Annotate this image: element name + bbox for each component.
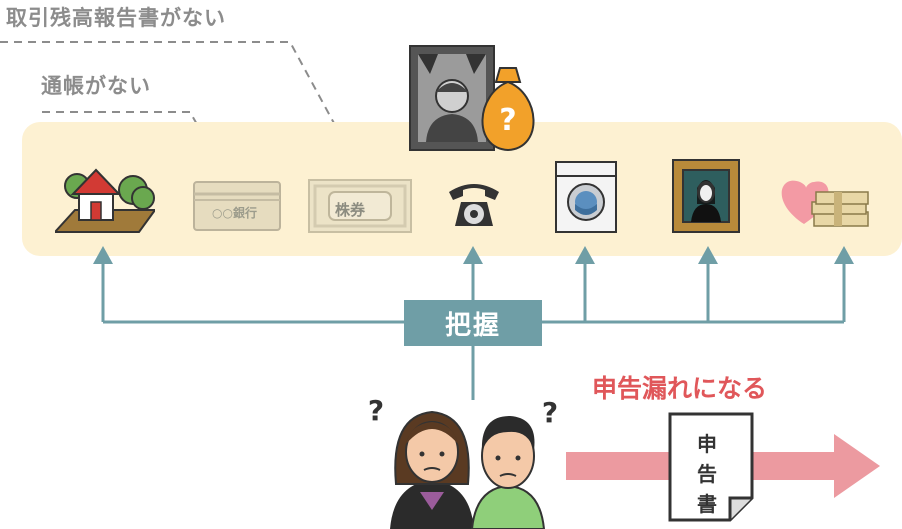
passbook-icon bbox=[193, 181, 281, 231]
tax-return-document-icon bbox=[668, 412, 754, 522]
passbook-bank-text: ○○銀行 bbox=[212, 206, 257, 220]
house-icon bbox=[55, 168, 155, 233]
stock-certificate-text: 株券 bbox=[335, 201, 366, 219]
heart-money-icon bbox=[781, 180, 869, 227]
no-balance-certificate-label: 取引残高報告書がない bbox=[6, 6, 226, 30]
worried-couple-icon: ? ? bbox=[368, 394, 558, 529]
grasp-label-box: 把握 bbox=[404, 300, 542, 346]
document-char-1: 申 bbox=[697, 432, 717, 456]
document-char-3: 書 bbox=[697, 492, 717, 516]
no-passbook-label: 通帳がない bbox=[41, 74, 151, 98]
telephone-icon bbox=[449, 184, 499, 226]
money-bag-icon: ? bbox=[481, 67, 535, 152]
washing-machine-icon bbox=[555, 161, 617, 233]
deceased-portrait-icon bbox=[409, 45, 495, 151]
svg-text:?: ? bbox=[499, 103, 516, 138]
svg-text:?: ? bbox=[368, 394, 384, 427]
painting-icon bbox=[672, 159, 740, 233]
stock-certificate-icon bbox=[308, 179, 412, 233]
svg-text:?: ? bbox=[542, 396, 558, 429]
document-char-2: 告 bbox=[697, 462, 717, 486]
declaration-omission-label: 申告漏れになる bbox=[592, 374, 768, 403]
